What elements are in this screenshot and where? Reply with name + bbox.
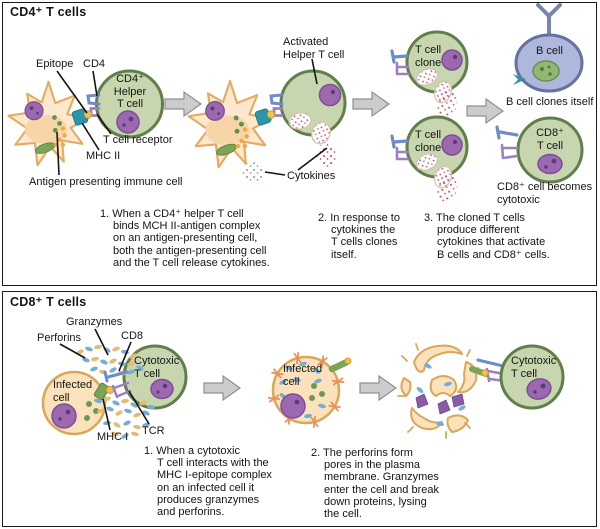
cd8-becomes-label: CD8⁺ cell becomes cytotoxic (497, 181, 593, 206)
t-cell-clone-1-label: T cell clone (415, 44, 442, 69)
cytotoxic-t-cell-2-label: Cytotoxic T cell (511, 355, 557, 380)
infected-cell-2-label: Infected cell (283, 363, 323, 388)
t-cell-receptor-label: T cell receptor (103, 134, 173, 146)
cd4-panel-title: CD4⁺ T cells (10, 5, 87, 19)
cd4-panel (2, 2, 597, 286)
cd8-t-cell-label: CD8⁺ T cell (536, 127, 564, 152)
cd8-step-1: 1. When a cytotoxic T cell interacts wit… (144, 445, 272, 519)
cd4-step-1: 1. When a CD4⁺ helper T cell binds MCH I… (100, 208, 270, 269)
helper-t-cell-label: CD4⁺ Helper T cell (113, 73, 147, 110)
b-cell-clones-label: B cell clones itself (506, 96, 594, 108)
infected-cell-1-label: Infected cell (53, 379, 93, 404)
mhc-ii-label: MHC II (86, 150, 121, 162)
cd8-panel-title: CD8⁺ T cells (10, 295, 87, 309)
cytotoxic-t-cell-1-label: Cytotoxic T cell (134, 355, 180, 380)
activated-helper-label: Activated Helper T cell (283, 36, 345, 61)
cd8-step-2: 2. The perforins form pores in the plasm… (311, 447, 439, 521)
cd4-step-3: 3. The cloned T cells produce different … (424, 212, 550, 261)
perforins-label: Perforins (37, 332, 82, 344)
cd4-label: CD4 (83, 58, 106, 70)
tcr-label: TCR (142, 425, 165, 437)
mhc-i-label: MHC I (97, 431, 129, 443)
cd4-step-2: 2. In response to cytokines the T cells … (318, 212, 400, 261)
epitope-label: Epitope (36, 58, 74, 70)
granzymes-label: Granzymes (66, 316, 123, 328)
cytokines-label: Cytokines (287, 170, 336, 182)
t-cell-clone-2-label: T cell clone (415, 129, 442, 154)
b-cell-label: B cell (536, 45, 563, 57)
antigen-presenting-cell-label: Antigen presenting immune cell (29, 176, 183, 188)
cd8-label: CD8 (121, 330, 144, 342)
